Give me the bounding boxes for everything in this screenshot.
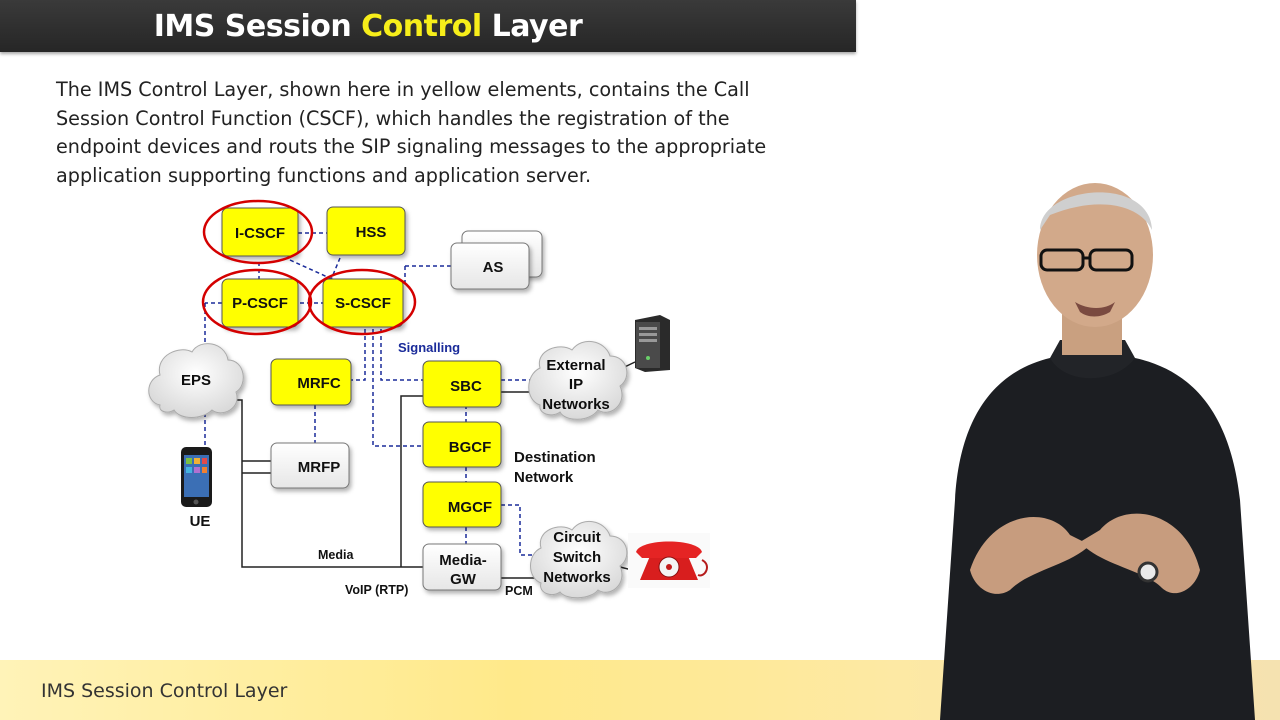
scscf-label: S-CSCF (335, 295, 391, 312)
sbc-label: SBC (450, 378, 482, 395)
circuit-label-2: Switch (553, 549, 601, 566)
media-gw-node: Media- GW (422, 543, 502, 591)
media-label: Media (318, 548, 354, 562)
slide-title: IMS Session Control Layer (153, 8, 583, 44)
pcscf-node: P-CSCF (221, 278, 299, 328)
mrfc-label: MRFC (297, 375, 340, 392)
scscf-node: S-CSCF (322, 278, 404, 328)
pcm-label: PCM (505, 584, 533, 598)
media-gw-label-1: Media- (439, 552, 487, 569)
mgcf-label: MGCF (448, 499, 492, 516)
title-bar: IMS Session Control Layer (0, 0, 856, 52)
bgcf-node: BGCF (422, 421, 502, 468)
circuit-label-1: Circuit (553, 529, 601, 546)
server-icon (635, 315, 670, 372)
hss-node: HSS (326, 206, 406, 256)
as-server-node: AS (450, 230, 543, 290)
external-ip-cloud: External IP Networks (528, 341, 628, 420)
cscf-highlight-rings (201, 199, 417, 336)
icscf-label: I-CSCF (235, 225, 285, 242)
bgcf-label: BGCF (449, 439, 492, 456)
mgcf-node: MGCF (422, 481, 502, 528)
circuit-switch-cloud: Circuit Switch Networks (530, 521, 628, 599)
destination-label-1: Destination (514, 449, 596, 466)
as-label: AS (483, 259, 504, 276)
destination-label-2: Network (514, 469, 574, 486)
eps-label: EPS (181, 372, 211, 389)
external-label-1: External (546, 357, 605, 374)
mrfp-label: MRFP (298, 459, 341, 476)
circuit-label-3: Networks (543, 569, 611, 586)
icscf-node: I-CSCF (221, 207, 299, 257)
intro-line-4: application supporting functions and app… (56, 163, 592, 187)
ue-label: UE (190, 513, 211, 530)
eps-cloud: EPS (148, 343, 244, 418)
external-label-2: IP (569, 376, 583, 393)
smartphone-icon (181, 447, 212, 507)
hss-label: HSS (356, 224, 387, 241)
mrfp-node: MRFP (270, 442, 350, 489)
sbc-node: SBC (422, 360, 502, 408)
presenter-figure (940, 183, 1255, 720)
mrfc-node: MRFC (270, 358, 352, 406)
intro-line-2: Session Control Function (CSCF), which h… (56, 106, 730, 130)
title-highlight: Control (361, 8, 482, 44)
intro-line-1: The IMS Control Layer, shown here in yel… (56, 78, 750, 101)
telephone-icon (628, 533, 710, 588)
intro-line-3: endpoint devices and routs the SIP signa… (56, 135, 767, 158)
pcscf-label: P-CSCF (232, 295, 288, 312)
external-label-3: Networks (542, 396, 610, 413)
media-gw-label-2: GW (450, 571, 477, 588)
voip-label: VoIP (RTP) (345, 583, 408, 597)
intro-text: The IMS Control Layer, shown here in yel… (56, 76, 776, 190)
signalling-label: Signalling (398, 340, 460, 355)
footer-title: IMS Session Control Layer (41, 680, 288, 702)
